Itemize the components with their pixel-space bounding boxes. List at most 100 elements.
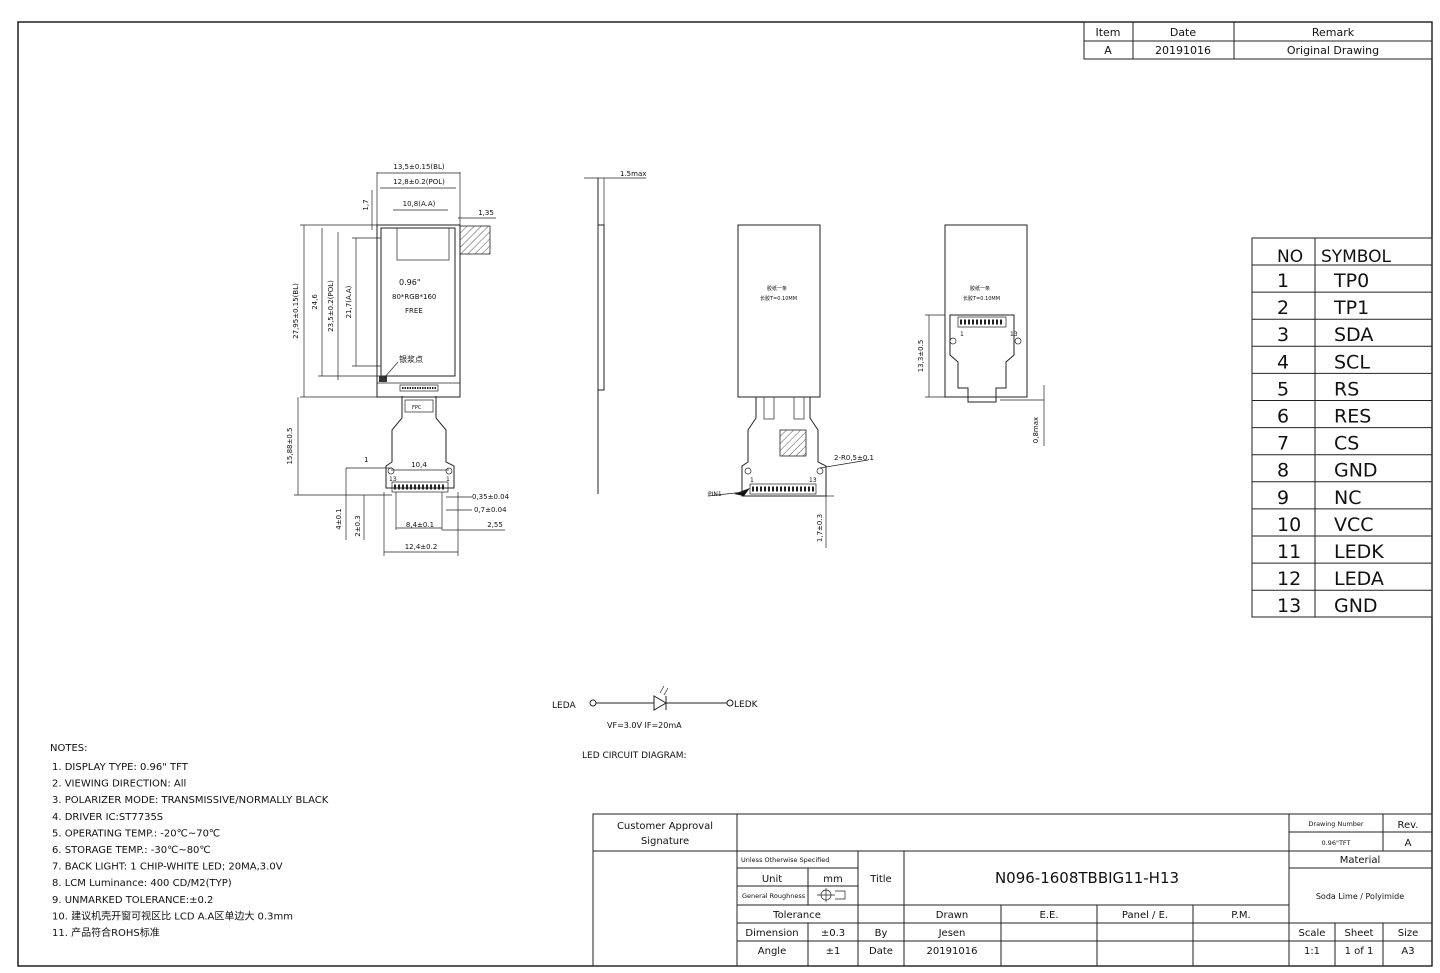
ee-label: E.E. [1040, 910, 1059, 921]
side-view: 1.5max [584, 170, 646, 494]
pin-number: 10 [1277, 514, 1301, 536]
panel-size-text: 0.96" [399, 278, 421, 287]
dimension-label: Dimension [745, 928, 798, 939]
note-item: 11. 产品符合ROHS标准 [52, 926, 160, 939]
notes-heading: NOTES: [50, 743, 88, 754]
led-leda-label: LEDA [552, 701, 576, 711]
date-label: Date [869, 946, 893, 957]
note-item: 1. DISPLAY TYPE: 0.96" TFT [52, 762, 189, 773]
front-pin1: 1 [446, 476, 450, 483]
back-view: 胶纸一条 长胶T=0.10MM 1 13 2-R0,5±0.1 PIN1 1,7… [707, 224, 874, 548]
fpc-label: FPC [412, 405, 422, 411]
drawing-number-value: 0.96"TFT [1321, 839, 1350, 847]
dim-0-8: 0,8max [1032, 417, 1040, 443]
rev-value: A [1405, 838, 1412, 849]
dimension-value: ±0.3 [821, 928, 845, 939]
rev-header-remark: Remark [1312, 26, 1355, 39]
pin-symbol: GND [1334, 460, 1378, 482]
dim-back-17: 1,7±0.3 [816, 514, 824, 542]
led-params: VF=3.0V IF=20mA [607, 721, 682, 730]
pin-number: 1 [1277, 270, 1289, 292]
unit-label: Unit [762, 874, 782, 885]
notes: NOTES: 1. DISPLAY TYPE: 0.96" TFT 2. VIEW… [50, 743, 329, 939]
size-label: Size [1398, 928, 1419, 939]
back-pin1-label: PIN1 [708, 491, 722, 498]
rev-header-date: Date [1170, 26, 1197, 39]
note-item: 5. OPERATING TEMP.: -20℃~70℃ [52, 828, 220, 839]
dim-radius: 2-R0,5±0.1 [834, 454, 874, 462]
silver-paste-label: 银浆点 [399, 354, 423, 364]
pin-symbol: SDA [1334, 324, 1373, 346]
dim-13-3: 13,3±0.5 [917, 340, 925, 373]
general-roughness: General Roughness [742, 892, 806, 900]
pin-symbol: CS [1334, 433, 1359, 455]
note-item: 10. 建议机壳开窗可视区比 LCD A.A区单边大 0.3mm [52, 909, 293, 922]
note-item: 2. VIEWING DIRECTION: All [52, 779, 186, 790]
pm-label: P.M. [1231, 910, 1250, 921]
dim-width-pol: 12,8±0.2(POL) [393, 178, 445, 186]
pin-number: 2 [1277, 297, 1289, 319]
roughness-symbol-icon [817, 888, 846, 902]
led-ledk-label: LEDK [734, 700, 759, 710]
pin-symbol: VCC [1334, 514, 1374, 536]
rev-cell-date: 20191016 [1155, 44, 1211, 57]
pin-header-no: NO [1277, 247, 1303, 267]
note-item: 7. BACK LIGHT: 1 CHIP-WHITE LED; 20MA,3.… [52, 862, 283, 873]
bent-label-line2: 长胶T=0.10MM [963, 295, 1000, 302]
dim-fpc-length: 15,88±0.5 [286, 427, 294, 464]
dim-height-aa: 21,7(A.A) [345, 285, 353, 318]
dim-0-7: 0,7±0.04 [474, 506, 507, 514]
title-block: Customer Approval Signature Unless Other… [592, 813, 1433, 967]
pin-header-symbol: SYMBOL [1321, 247, 1392, 267]
dim-2: 2±0.3 [354, 515, 362, 536]
pin-number: 4 [1277, 351, 1289, 373]
rev-cell-remark: Original Drawing [1287, 44, 1379, 57]
active-area [380, 227, 456, 377]
pin-number: 11 [1277, 541, 1301, 563]
size-value: A3 [1401, 946, 1414, 957]
panel-resolution-text: 80*RGB*160 [392, 293, 436, 301]
dim-4: 4±0.1 [335, 508, 343, 529]
rev-header-item: Item [1095, 26, 1120, 39]
pin-symbol: RES [1334, 406, 1371, 428]
by-label: By [875, 928, 888, 939]
material-label: Material [1340, 855, 1381, 866]
rev-cell-item: A [1104, 44, 1112, 57]
note-item: 9. UNMARKED TOLERANCE:±0.2 [52, 895, 213, 906]
drawn-value: Jesen [938, 928, 966, 939]
angle-value: ±1 [826, 946, 841, 957]
bent-pin13: 13 [1010, 331, 1018, 338]
module-outline [376, 224, 461, 398]
customer-approval-line1: Customer Approval [617, 821, 713, 832]
pin-number: 13 [1277, 595, 1301, 617]
pin-symbol: TP1 [1333, 297, 1369, 319]
customer-approval-line2: Signature [641, 836, 689, 847]
bent-view: 胶纸一条 长胶T=0.10MM 1 13 13,3±0.5 0,8max [917, 224, 1045, 446]
note-item: 6. STORAGE TEMP.: -30℃~80℃ [52, 845, 211, 856]
hatched-tab [459, 225, 491, 255]
revision-table: Item Date Remark A 20191016 Original Dra… [1083, 21, 1433, 60]
back-pin13: 13 [809, 477, 817, 484]
dim-8-4: 8,4±0.1 [406, 521, 434, 529]
back-label-line2: 长胶T=0.10MM [760, 295, 797, 302]
pin-symbol: RS [1334, 378, 1359, 400]
pin-number: 9 [1277, 487, 1289, 509]
pin-number: 6 [1277, 406, 1289, 428]
title-value: N096-1608TBBIG11-H13 [995, 869, 1179, 887]
back-pin1: 1 [750, 477, 754, 484]
angle-label: Angle [758, 946, 786, 957]
dim-1: 1 [364, 456, 368, 464]
pin-number: 7 [1277, 433, 1289, 455]
note-item: 3. POLARIZER MODE: TRANSMISSIVE/NORMALLY… [52, 795, 329, 806]
pin-number: 5 [1277, 378, 1289, 400]
pin-symbol: SCL [1334, 351, 1370, 373]
unless-specified: Unless Otherwise Specified [741, 856, 829, 864]
dim-gap-17: 1,7 [362, 199, 370, 210]
led-circuit: LEDA LEDK VF=3.0V IF=20mA LED CIRCUIT DI… [552, 685, 759, 761]
sheet-value: 1 of 1 [1345, 946, 1374, 957]
led-caption: LED CIRCUIT DIAGRAM: [582, 751, 687, 761]
pin-symbol: LEDA [1334, 568, 1384, 590]
dim-height-bl: 27,95±0.15(BL) [292, 283, 300, 339]
sheet-label: Sheet [1345, 928, 1374, 939]
